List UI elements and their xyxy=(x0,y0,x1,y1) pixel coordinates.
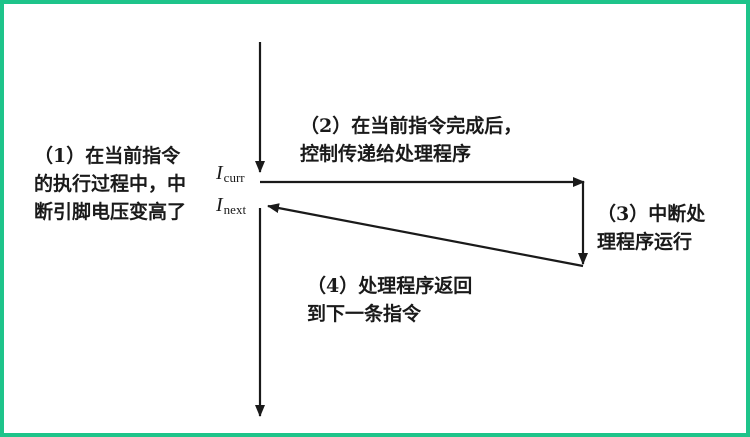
step2-label: （2）在当前指令完成后， 控制传递给处理程序 xyxy=(300,112,522,168)
step2-line: （2）在当前指令完成后， xyxy=(300,115,523,137)
step1-line: （1）在当前指令 xyxy=(34,145,181,167)
step4-label: （4）处理程序返回 到下一条指令 xyxy=(307,272,472,328)
next-instruction-symbol: I xyxy=(216,194,223,216)
step4-line: 到下一条指令 xyxy=(307,303,422,325)
step3-line: （3）中断处 xyxy=(597,203,706,225)
step1-label: （1）在当前指令 的执行过程中，中 断引脚电压变高了 xyxy=(34,142,186,226)
interrupt-flow-diagram xyxy=(255,42,588,417)
step1-line: 断引脚电压变高了 xyxy=(34,201,187,223)
current-instruction-label: Icurr xyxy=(216,162,245,186)
next-instruction-label: Inext xyxy=(216,194,246,218)
step4-line: （4）处理程序返回 xyxy=(307,275,473,297)
return-arrow xyxy=(267,203,584,268)
next-instruction-subscript: next xyxy=(223,202,247,217)
step1-line: 的执行过程中，中 xyxy=(34,173,187,195)
step2-line: 控制传递给处理程序 xyxy=(300,143,472,165)
current-instruction-symbol: I xyxy=(216,162,223,184)
current-instruction-subscript: curr xyxy=(223,170,245,185)
step3-line: 理程序运行 xyxy=(597,231,693,253)
step3-label: （3）中断处 理程序运行 xyxy=(597,200,705,256)
